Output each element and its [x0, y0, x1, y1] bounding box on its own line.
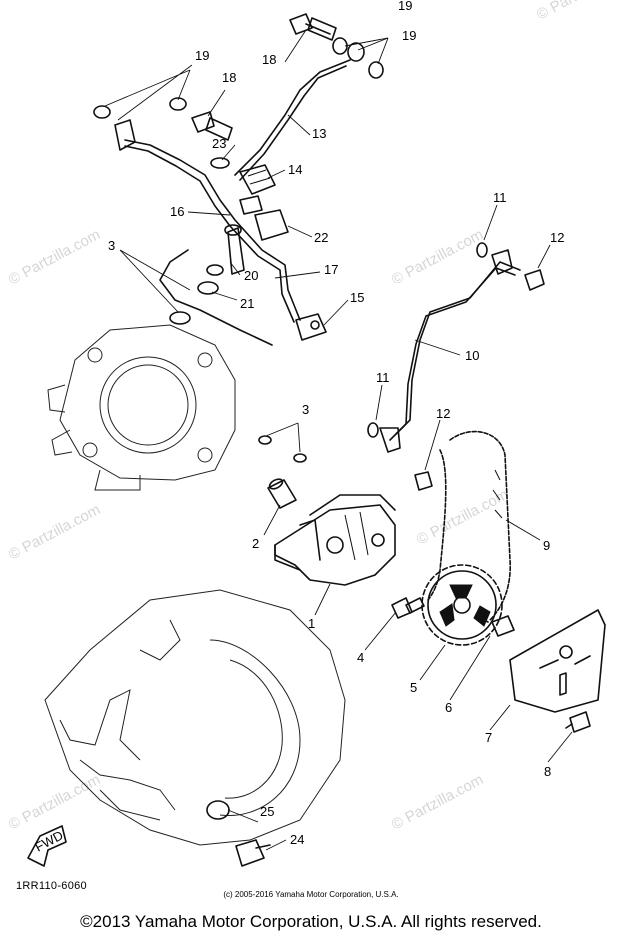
fwd-arrow: FWD [27, 825, 67, 867]
bolt-4 [391, 597, 425, 619]
callout-10: 10 [465, 348, 479, 363]
callout-23: 23 [212, 136, 226, 151]
callout-21: 21 [240, 296, 254, 311]
union-fittings [197, 157, 289, 295]
callout-7: 7 [485, 730, 492, 745]
callout-12-mid: 12 [436, 406, 450, 421]
callout-3-upper: 3 [108, 238, 115, 253]
callout-labels: 19 19 19 18 18 13 23 14 16 22 20 21 17 1… [108, 0, 564, 847]
figure-code: 1RR110-6060 [16, 880, 87, 892]
callout-2: 2 [252, 536, 259, 551]
oil-pipe-17 [124, 139, 301, 346]
callout-17: 17 [324, 262, 338, 277]
leader-lines [104, 29, 573, 851]
callout-19-right: 19 [402, 28, 416, 43]
bolt-8 [565, 711, 591, 733]
watermark: © Partzilla.com [6, 501, 103, 563]
callout-20: 20 [244, 268, 258, 283]
o-rings [258, 435, 307, 463]
callout-13: 13 [312, 126, 326, 141]
bolt-6 [479, 615, 515, 637]
bracket-15 [295, 313, 327, 341]
cover-plate [509, 609, 606, 713]
callout-18-left: 18 [222, 70, 236, 85]
engine-cylinder-outline [47, 324, 236, 491]
callout-18-top: 18 [262, 52, 276, 67]
callout-22: 22 [314, 230, 328, 245]
callout-5: 5 [410, 680, 417, 695]
watermark: © Partzilla.com [389, 771, 486, 833]
watermark: © Partzilla.com [534, 0, 622, 24]
drive-chain [427, 430, 511, 621]
callout-8: 8 [544, 764, 551, 779]
sprocket [421, 564, 503, 646]
bolts-12 [414, 269, 545, 491]
callout-9: 9 [543, 538, 550, 553]
callout-6: 6 [445, 700, 452, 715]
dowel-pin [267, 478, 297, 509]
callout-15: 15 [350, 290, 364, 305]
callout-24: 24 [290, 832, 304, 847]
bolt-24-washer-25 [206, 800, 271, 867]
callout-19-left: 19 [195, 48, 209, 63]
diagram-copyright: (c) 2005-2016 Yamaha Motor Corporation, … [223, 890, 399, 899]
o-rings-11 [367, 242, 488, 438]
washers-19 [93, 37, 384, 325]
watermark: © Partzilla.com [6, 226, 103, 288]
callout-12-top: 12 [550, 230, 564, 245]
callout-19-top: 19 [398, 0, 412, 13]
callout-16: 16 [170, 204, 184, 219]
callout-11-top: 11 [493, 190, 507, 205]
callout-3: 3 [302, 402, 309, 417]
clip-14 [239, 164, 276, 195]
watermark: © Partzilla.com [6, 771, 103, 833]
oil-pipe-10 [379, 249, 521, 453]
footer-copyright: ©2013 Yamaha Motor Corporation, U.S.A. A… [80, 912, 542, 931]
union-bolts-18 [191, 13, 337, 141]
callout-1: 1 [308, 616, 315, 631]
crankcase-outline [44, 589, 346, 846]
callout-11-mid: 11 [376, 370, 390, 385]
fwd-label: FWD [32, 828, 65, 855]
callout-25: 25 [260, 804, 274, 819]
watermark: © Partzilla.com [389, 226, 486, 288]
oil-pump [274, 494, 396, 586]
callout-14: 14 [288, 162, 302, 177]
callout-4: 4 [357, 650, 364, 665]
oil-pipe-13 [234, 59, 351, 181]
